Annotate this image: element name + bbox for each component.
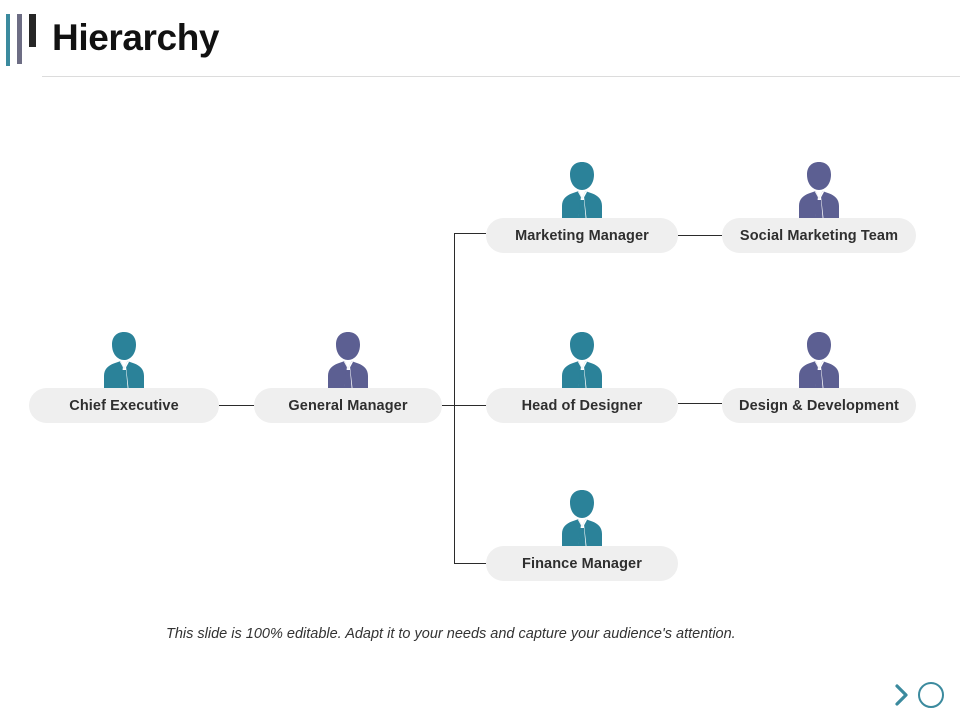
connector-trunk-to-finance [454,563,486,564]
person-icon-purple [315,326,381,397]
connector-gm-to-trunk [442,405,486,406]
footer-note: This slide is 100% editable. Adapt it to… [166,626,736,642]
node-pill[interactable]: Design & Development [722,388,916,423]
connector-designer-to-design [678,403,722,404]
node-pill[interactable]: Finance Manager [486,546,678,581]
circle-outline-icon[interactable] [918,682,944,708]
accent-bar-teal [6,14,10,66]
person-icon-teal [91,326,157,397]
person-icon-purple [786,156,852,227]
person-icon-purple [786,326,852,397]
person-icon-teal [549,156,615,227]
node-label: Design & Development [739,397,899,414]
node-label: General Manager [288,397,408,414]
person-icon-teal [549,326,615,397]
node-pill[interactable]: Chief Executive [29,388,219,423]
node-pill[interactable]: General Manager [254,388,442,423]
node-label: Marketing Manager [515,227,649,244]
node-pill[interactable]: Head of Designer [486,388,678,423]
connector-ce-to-gm [219,405,254,406]
node-pill[interactable]: Social Marketing Team [722,218,916,253]
connector-marketing-to-social [678,235,722,236]
accent-bar-dark [29,14,36,47]
connector-trunk-to-marketing [454,233,486,234]
person-icon-teal [549,484,615,555]
header-divider [42,76,960,77]
connector-trunk [454,233,455,564]
page-title: Hierarchy [52,17,220,58]
node-label: Chief Executive [69,397,179,414]
node-label: Head of Designer [521,397,643,414]
accent-bar-purple [17,14,22,64]
node-label: Finance Manager [522,555,642,572]
node-label: Social Marketing Team [739,227,899,244]
chevron-right-icon[interactable] [894,684,910,711]
node-pill[interactable]: Marketing Manager [486,218,678,253]
